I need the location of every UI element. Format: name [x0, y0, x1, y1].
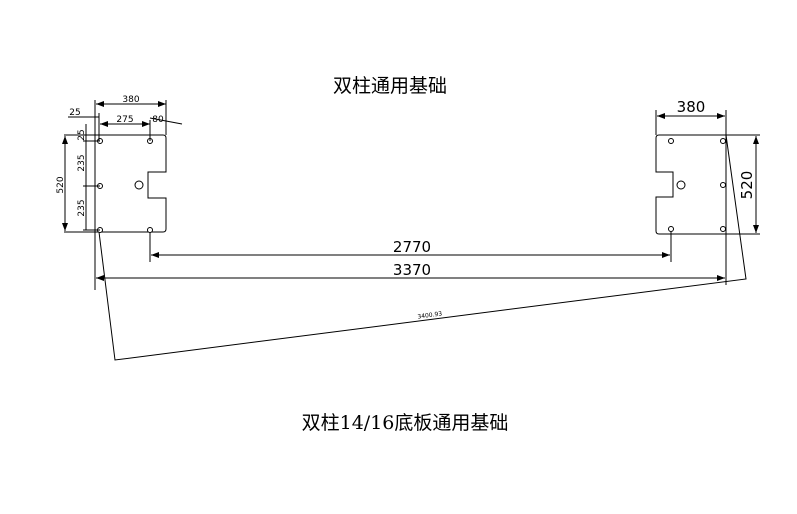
bolt-hole [668, 138, 674, 144]
bolt-hole [720, 182, 726, 188]
dim-25-vertical: 25 [77, 129, 87, 140]
center-hole [134, 180, 144, 190]
dim-520-left: 520 [56, 176, 66, 193]
dim-80: 80 [152, 115, 164, 125]
dim-diagonal: 3400.93 [417, 310, 443, 320]
dim-380: 380 [122, 95, 139, 105]
dim-235-lower: 235 [77, 199, 87, 216]
dim-520-right: 520 [738, 171, 756, 200]
dim-235-upper: 235 [77, 154, 87, 171]
dim-380-right: 380 [677, 98, 706, 116]
left-base-plate [64, 134, 167, 233]
top-title: 双柱通用基础 [333, 75, 447, 97]
right-dimensions: 380 520 [655, 98, 759, 285]
dim-3370: 3370 [393, 261, 431, 279]
overall-dimensions: 2770 3370 3400.93 [96, 134, 747, 361]
bolt-hole [720, 226, 726, 232]
bolt-hole [668, 226, 674, 232]
left-dimensions: 380 25 275 80 25 235 235 520 [56, 95, 183, 290]
bolt-hole [720, 138, 726, 144]
dim-275: 275 [116, 115, 133, 125]
dim-2770: 2770 [393, 238, 431, 256]
dim-25: 25 [69, 108, 80, 118]
bottom-title: 双柱14/16底板通用基础 [302, 412, 509, 434]
center-hole [676, 180, 686, 190]
bolt-hole [147, 227, 153, 233]
